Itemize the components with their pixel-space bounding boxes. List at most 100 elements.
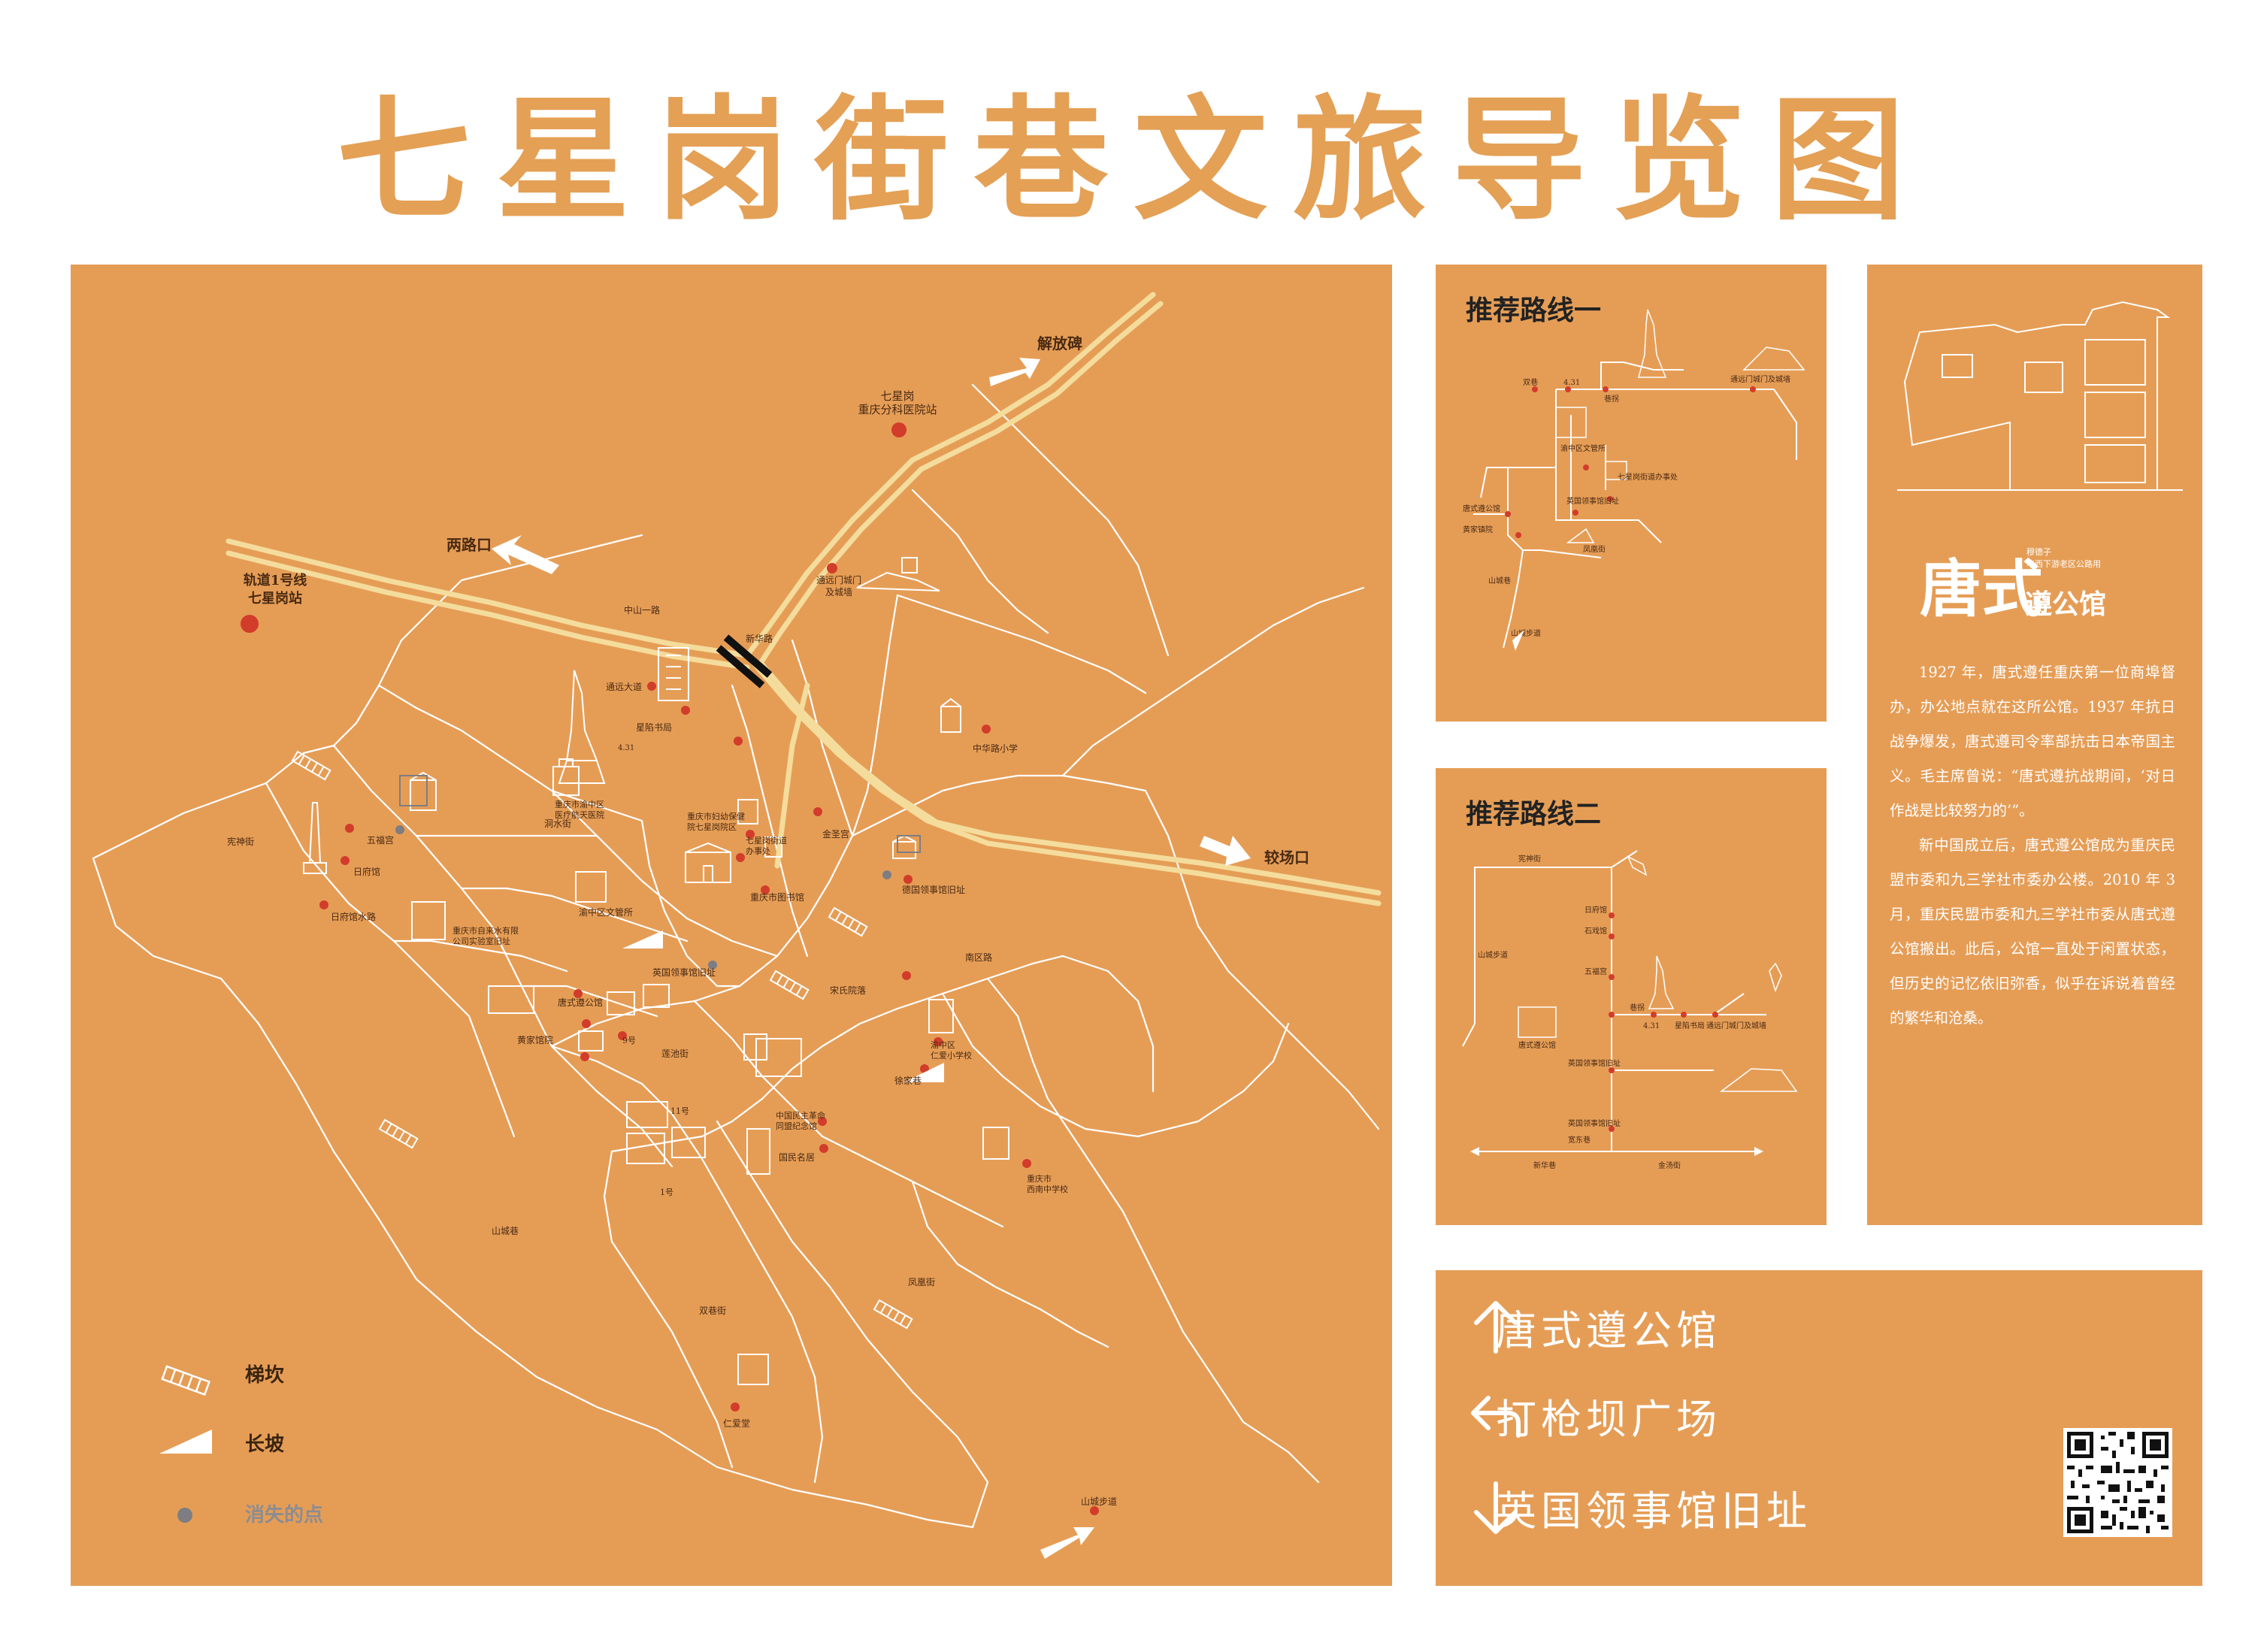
label-zhonghua-school: 中华路小学 (973, 743, 1018, 754)
label-shanchengxiang: 山城巷 (492, 1226, 519, 1236)
label-rifu-water: 日府馆水路 (331, 911, 376, 922)
legend-lost-icon (177, 1508, 192, 1523)
poi-dots (241, 422, 1099, 1515)
office2-icon (764, 837, 782, 858)
label-jinsheng-palace: 金圣宫 (822, 828, 849, 840)
route1-labels: 双巷 4.31 巷拐 通远门城门及城墙 渝中区文管所 七星岗街道办事处 唐式遵公… (1463, 374, 1790, 638)
route2-label-2: 日府馆 (1584, 905, 1607, 915)
legend-slope-label: 长坡 (245, 1433, 284, 1456)
label-library: 重庆市图书馆 (750, 891, 804, 903)
arrow-shancheng-icon (1040, 1527, 1094, 1559)
route2-label-13: 金汤街 (1658, 1160, 1681, 1170)
route1-tower-icon (1638, 309, 1667, 378)
label-maternal-1: 重庆市妇幼保健 (687, 811, 745, 821)
story-tagline-2: 华西下游老区公路用 (2026, 558, 2101, 569)
label-no11: 11号 (670, 1106, 689, 1116)
route1-label-4: 渝中区文管所 (1560, 443, 1606, 453)
route2-label-7: 星陷书局 (1675, 1021, 1705, 1030)
page-title: 七星岗街巷文旅导览图 (337, 83, 1930, 238)
story-header: 唐式 遵公馆 穆德子 华西下游老区公路用 (1897, 301, 2183, 625)
route1-panel: 推荐路线一 双巷 4.31 (1436, 265, 1827, 722)
label-dongshui-street: 洞水街 (544, 818, 571, 829)
label-jiaochangkou: 较场口 (1264, 849, 1309, 867)
route1-label-1: 4.31 (1563, 379, 1580, 387)
route2-stairs-icon (1627, 855, 1648, 876)
legend-stairs-icon (161, 1365, 210, 1396)
label-wufu-palace: 五福宫 (367, 834, 394, 846)
route2-label-10: 英国领事馆旧址 (1568, 1058, 1621, 1068)
label-tongyuan-avenue: 通远大道 (606, 682, 642, 692)
label-renai-church: 仁爱堂 (723, 1418, 750, 1429)
legend-stairs-label: 梯坎 (245, 1364, 284, 1387)
route2-tower-icon (1648, 955, 1675, 1009)
label-english-consulate: 英国领事馆旧址 (652, 967, 716, 978)
label-zhongshan-road: 中山一路 (624, 604, 660, 616)
direction-row-left[interactable]: 打枪坝广场 (1466, 1386, 1721, 1445)
route2-label-14: 新华巷 (1533, 1160, 1556, 1170)
route1-map: 双巷 4.31 巷拐 通远门城门及城墙 渝中区文管所 七星岗街道办事处 唐式遵公… (1463, 309, 1805, 651)
main-roads (225, 292, 1382, 906)
school2-icon (928, 999, 954, 1033)
label-431: 4.31 (618, 744, 634, 752)
direction-row-down[interactable]: 英国领事馆旧址 (1466, 1478, 1811, 1537)
route1-hill-icon (1742, 346, 1805, 371)
route1-label-3: 通远门城门及城墙 (1730, 374, 1790, 384)
label-tongyuanmen-1: 通远门城门 (816, 574, 861, 585)
route2-dots (1609, 912, 1718, 1132)
label-shuangge-street: 双巷街 (699, 1306, 726, 1316)
story-name-big: 唐式 (1920, 553, 2043, 625)
route2-label-12: 宽东巷 (1568, 1135, 1591, 1145)
map-legend: 梯坎 长坡 消失的点 (159, 1364, 323, 1526)
direction-row-up[interactable]: 唐式遵公馆 (1466, 1297, 1721, 1357)
legend-lost-label: 消失的点 (245, 1503, 323, 1526)
church2-icon (746, 1128, 770, 1175)
school-icon (940, 697, 961, 733)
label-lianchi-street: 莲池街 (661, 1048, 689, 1059)
label-office-1: 七星岗街道 (746, 835, 787, 846)
route2-hill-icon (1719, 1068, 1798, 1092)
direction-label-up: 唐式遵公馆 (1496, 1307, 1721, 1354)
label-party-1: 中国民主革命 (776, 1110, 825, 1121)
route1-label-5: 七星岗街道办事处 (1618, 472, 1678, 482)
office-icon (737, 799, 758, 824)
label-xinhua-road: 新华路 (746, 633, 773, 644)
slope-symbols (622, 930, 944, 1082)
story-text: 1927 年，唐式遵任重庆第一位商埠督办，办公地点就在这所公馆。1937 年抗日… (1890, 655, 2175, 1036)
stairs-symbols (291, 750, 913, 1330)
route2-hiker-icon (1769, 962, 1782, 993)
route1-label-8: 英国领事馆旧址 (1566, 496, 1619, 506)
route1-label-6: 唐式遵公馆 (1463, 504, 1500, 513)
route2-panel: 推荐路线二 宪神街 山城步道 日府馆 石戏馆 (1436, 768, 1827, 1225)
label-hospital-station-1: 七星岗 (880, 389, 914, 403)
label-jiefangbei: 解放碑 (1037, 334, 1082, 352)
label-tapwater-2: 公司实验室旧址 (452, 936, 510, 946)
label-hospital-station-2: 重庆分科医院站 (858, 403, 937, 416)
label-huangpu-2: 医疗航天医院 (555, 809, 604, 820)
route1-arrow-icon (1512, 630, 1524, 651)
direction-arrows (492, 358, 1251, 1559)
manor-icon (626, 1101, 668, 1128)
label-metro-line: 轨道1号线 (244, 572, 307, 588)
house-a-icon (607, 991, 635, 1015)
arrow-jiefangbei-icon (989, 358, 1040, 386)
house-e-icon (671, 1127, 706, 1158)
direction-label-down: 英国领事馆旧址 (1496, 1487, 1811, 1535)
house-b-icon (643, 984, 670, 1008)
label-lianglukou: 两路口 (446, 536, 492, 554)
label-xujiaxiang: 徐家巷 (894, 1075, 922, 1086)
story-name-small: 遵公馆 (2025, 589, 2106, 620)
route2-label-0: 宪神街 (1518, 854, 1541, 864)
label-xingxiang-bookstore: 星陷书局 (636, 722, 672, 733)
legend-slope-icon (159, 1430, 212, 1454)
qr-code[interactable] (2063, 1428, 2172, 1537)
route1-slope-icon (1566, 528, 1595, 543)
arrow-left-return-icon (1471, 1396, 1521, 1438)
label-no9: 9号 (622, 1036, 636, 1045)
label-rifu: 日府馆 (353, 866, 380, 877)
arrow-lianglukou-icon (492, 535, 559, 574)
label-shancheng-trail: 山城步道 (1081, 1496, 1117, 1507)
mansion-icon (1897, 301, 2183, 491)
label-tongyuanmen-2: 及城墙 (825, 587, 852, 598)
route2-label-6: 4.31 (1643, 1022, 1660, 1030)
story-panel: 唐式 遵公馆 穆德子 华西下游老区公路用 1927 年，唐式遵任重庆第一位商埠督… (1867, 265, 2202, 1225)
